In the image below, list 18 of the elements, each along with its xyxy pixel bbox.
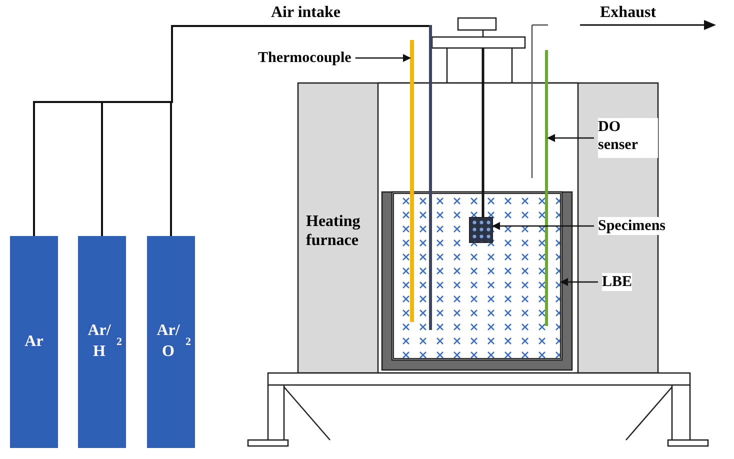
callout-label: LBE <box>602 273 632 291</box>
callout-label: DO senser <box>598 118 658 158</box>
sensor-rod <box>545 50 548 326</box>
leader-line <box>547 134 594 142</box>
callout-label: Thermocouple <box>258 49 352 67</box>
specimen-holder <box>469 217 493 243</box>
thermocouple-rod <box>410 40 414 322</box>
leader-line <box>355 54 411 62</box>
gas-inlet-tube <box>429 25 432 330</box>
label-text: Heating furnace <box>306 212 362 250</box>
label-text: Air intake <box>271 3 342 22</box>
leader-line <box>492 222 594 230</box>
gas-pipe <box>170 25 429 236</box>
label-text: Exhaust <box>600 3 658 22</box>
molten-metal-bath <box>393 193 561 359</box>
leader-line <box>560 278 598 286</box>
gas-cylinder: Ar <box>10 236 58 448</box>
callout-label: Specimens <box>598 217 666 235</box>
